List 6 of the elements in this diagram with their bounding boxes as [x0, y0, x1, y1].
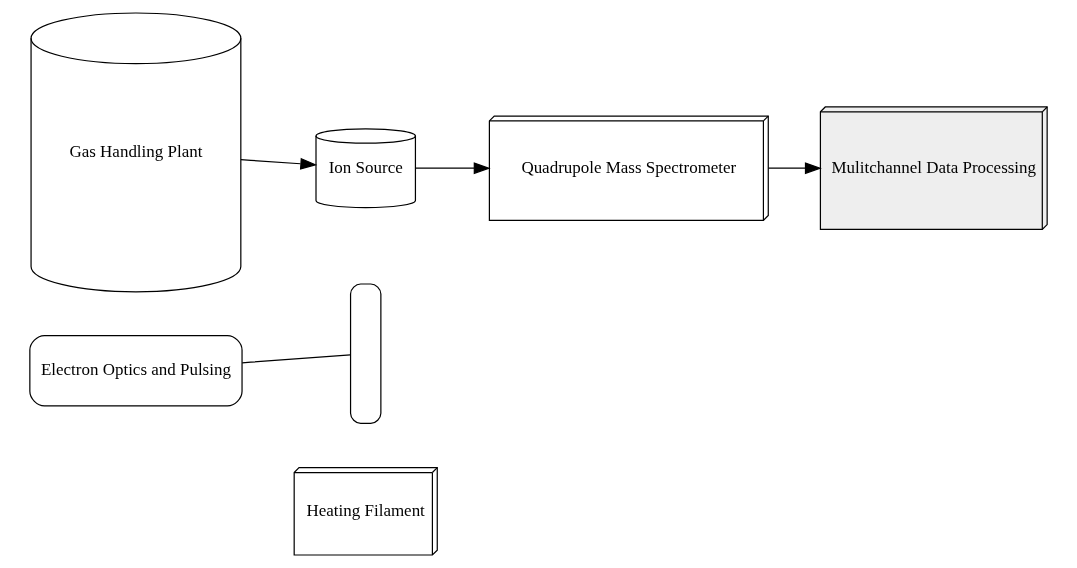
node-bar	[349, 283, 382, 425]
arrow	[415, 162, 491, 175]
arrow	[240, 157, 318, 170]
arrow	[767, 162, 822, 175]
node-box: Electron Optics and Pulsing	[29, 334, 243, 407]
connector	[241, 354, 351, 364]
